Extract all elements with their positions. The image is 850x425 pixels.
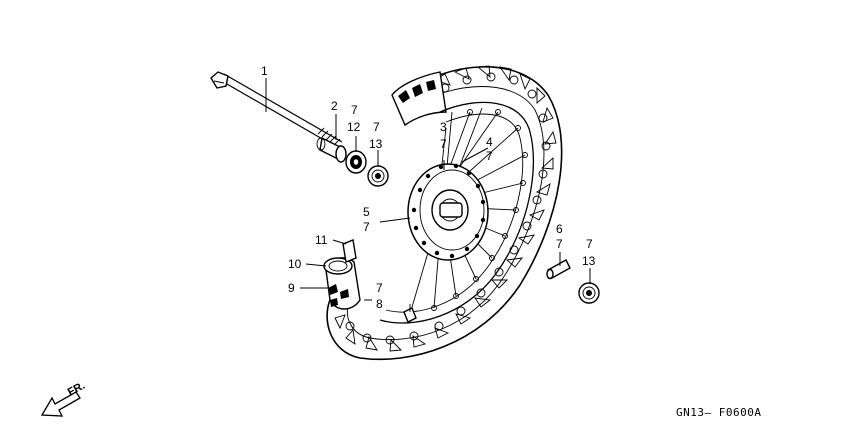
radial-bearing-left xyxy=(367,165,389,187)
hub-flange-holes xyxy=(411,163,486,259)
callout-hub-qty: 7 xyxy=(363,220,370,234)
axle-collar xyxy=(316,136,347,163)
callout-labels: 1 2 7 12 7 13 3 7 4 7 5 7 11 10 9 7 8 6 … xyxy=(261,64,596,311)
front-arrow-label: FR. xyxy=(66,380,87,399)
callout-bearing-left: 13 xyxy=(369,137,383,151)
front-direction-arrow: FR. xyxy=(40,380,87,417)
callout-tire: 9 xyxy=(288,281,295,295)
callout-spoke-set-a-qty: 7 xyxy=(440,137,447,151)
callout-tube: 10 xyxy=(288,257,302,271)
leader-lines xyxy=(265,78,591,301)
front-axle xyxy=(210,71,343,149)
callout-dust-seal: 12 xyxy=(347,120,361,134)
callout-side-collar: 6 xyxy=(556,222,563,236)
tire-tread-knobs xyxy=(334,65,557,352)
callout-rim-qty: 7 xyxy=(376,281,383,295)
callout-rim-strip: 11 xyxy=(315,233,328,247)
dust-seal xyxy=(345,150,367,174)
tube-and-valve xyxy=(323,257,361,310)
callout-collar: 2 xyxy=(331,99,338,113)
callout-dust-seal-qty: 7 xyxy=(351,103,358,117)
callout-spoke-set-a: 3 xyxy=(440,120,447,134)
callout-bearing-right: 13 xyxy=(582,254,596,268)
radial-bearing-right xyxy=(578,282,600,304)
callout-spoke-set-b-qty: 7 xyxy=(486,149,493,163)
side-collar-right xyxy=(546,259,571,280)
callout-bearing-left-qty: 7 xyxy=(373,120,380,134)
rim-strip xyxy=(342,239,357,263)
drawing-code: GN13– F0600A xyxy=(676,406,761,419)
callout-hub: 5 xyxy=(363,205,370,219)
callout-bearing-right-qty: 7 xyxy=(586,237,593,251)
callout-side-collar-qty: 7 xyxy=(556,237,563,251)
wheel-hub xyxy=(407,163,489,261)
callout-spoke-set-b: 4 xyxy=(486,135,493,149)
callout-rim: 8 xyxy=(376,297,383,311)
callout-axle: 1 xyxy=(261,64,268,78)
rim-lock xyxy=(403,304,417,323)
